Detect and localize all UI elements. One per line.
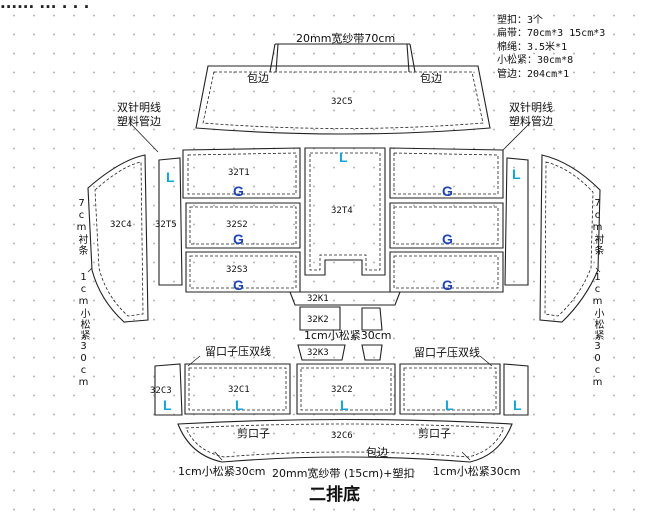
annotation-top-tape: 20mm宽纱带70cm bbox=[296, 32, 396, 45]
panel-32c3 bbox=[154, 363, 183, 416]
label-32k1: 32K1 bbox=[307, 294, 329, 304]
annotation-right-vertical: 7cm衬条 bbox=[592, 198, 603, 256]
label-32t1: 32T1 bbox=[228, 168, 250, 178]
panel-right-bot bbox=[389, 251, 504, 293]
annotation-press-right: 留口子压双线 bbox=[414, 346, 480, 359]
panel-32c4 bbox=[87, 154, 149, 323]
annotation-double-left-2: 塑料管边 bbox=[117, 115, 161, 128]
annotation-press-left: 留口子压双线 bbox=[205, 345, 271, 358]
mark-l-left-strip: L bbox=[166, 169, 175, 185]
annotation-mid-elastic: 1cm小松紧30cm bbox=[304, 329, 392, 342]
panel-32c6 bbox=[177, 418, 513, 463]
annotation-right-elastic: 1cm小松紧30cm bbox=[592, 272, 603, 389]
annotation-double-right-2: 塑料管边 bbox=[509, 115, 553, 128]
mark-l-center: L bbox=[339, 149, 348, 165]
mark-g-4: G bbox=[442, 183, 453, 199]
panel-right-low bbox=[399, 363, 501, 415]
spec-flat-strap: 扁带：70cm*3 15cm*3 bbox=[497, 28, 606, 40]
mark-l-right-strip: L bbox=[512, 166, 521, 182]
label-32c6: 32C6 bbox=[331, 431, 353, 441]
panel-32t1 bbox=[182, 147, 301, 199]
mark-l-c2: L bbox=[340, 397, 349, 413]
panel-32k2 bbox=[299, 306, 341, 331]
label-32k3: 32K3 bbox=[307, 348, 329, 358]
mark-l-c3: L bbox=[163, 397, 172, 413]
mark-l-c1: L bbox=[235, 397, 244, 413]
spec-cotton-cord: 棉绳：3.5米*1 bbox=[497, 41, 568, 53]
annotation-double-right-1: 双针明线 bbox=[509, 101, 553, 114]
label-32c1: 32C1 bbox=[228, 385, 250, 395]
annotation-cut-left: 剪口子 bbox=[237, 427, 270, 440]
mark-l-right-low: L bbox=[445, 397, 454, 413]
label-32k2: 32K2 bbox=[307, 315, 329, 325]
panel-32k1 bbox=[289, 291, 401, 306]
mark-g-1: G bbox=[233, 183, 244, 199]
annotation-bottom-mid: 20mm宽纱带 (15cm)+塑扣 bbox=[272, 467, 415, 480]
panel-right-top bbox=[389, 147, 504, 199]
label-32c3: 32C3 bbox=[150, 386, 172, 396]
label-32c5: 32C5 bbox=[331, 97, 353, 107]
spec-small-elastic: 小松紧：30cm*8 bbox=[497, 55, 574, 67]
annotation-left-elastic: 1cm小松紧30cm bbox=[78, 272, 89, 389]
clipped-top-text: ...... ... . . . bbox=[0, 0, 90, 12]
panel-right-low-strip bbox=[503, 363, 529, 416]
panel-32c2 bbox=[296, 363, 396, 415]
label-32s2: 32S2 bbox=[226, 220, 248, 230]
panel-32t5 bbox=[158, 157, 183, 286]
spec-buckle: 塑扣：3个 bbox=[497, 15, 544, 26]
mark-g-6: G bbox=[442, 277, 453, 293]
label-32t4: 32T4 bbox=[331, 206, 353, 216]
panel-32k3 bbox=[297, 344, 346, 361]
annotation-bottom-trim: 包边 bbox=[366, 446, 388, 459]
drawing-title: 二排底 bbox=[309, 485, 360, 505]
annotation-bottom-right: 1cm小松紧30cm bbox=[433, 465, 521, 478]
specs-list: 塑扣：3个 扁带：70cm*3 15cm*3 棉绳：3.5米*1 小松紧：30c… bbox=[497, 14, 605, 81]
annotation-bottom-left: 1cm小松紧30cm bbox=[178, 465, 266, 478]
mark-g-5: G bbox=[442, 231, 453, 247]
mark-l-right-low-strip: L bbox=[513, 397, 522, 413]
label-32c4: 32C4 bbox=[110, 220, 132, 230]
panel-32s2 bbox=[185, 202, 301, 249]
panel-right-bolster bbox=[539, 154, 601, 323]
label-32c2: 32C2 bbox=[331, 385, 353, 395]
mark-g-2: G bbox=[233, 231, 244, 247]
panel-32t4 bbox=[304, 147, 386, 276]
spec-pipe-trim: 管边：204cm*1 bbox=[497, 68, 570, 80]
panel-right-strip bbox=[504, 157, 529, 286]
annotation-cut-right: 剪口子 bbox=[418, 427, 451, 440]
label-32t5: 32T5 bbox=[155, 220, 177, 230]
annotation-double-left-1: 双针明线 bbox=[117, 101, 161, 114]
panel-32c1 bbox=[184, 363, 291, 415]
label-32s3: 32S3 bbox=[226, 265, 248, 275]
annotation-left-trim: 包边 bbox=[247, 72, 269, 85]
panel-32c5 bbox=[195, 65, 491, 135]
mark-g-3: G bbox=[233, 277, 244, 293]
panel-right-mid bbox=[389, 202, 504, 249]
annotation-right-trim: 包边 bbox=[420, 72, 442, 85]
annotation-left-vertical: 7cm衬条 bbox=[76, 198, 87, 256]
